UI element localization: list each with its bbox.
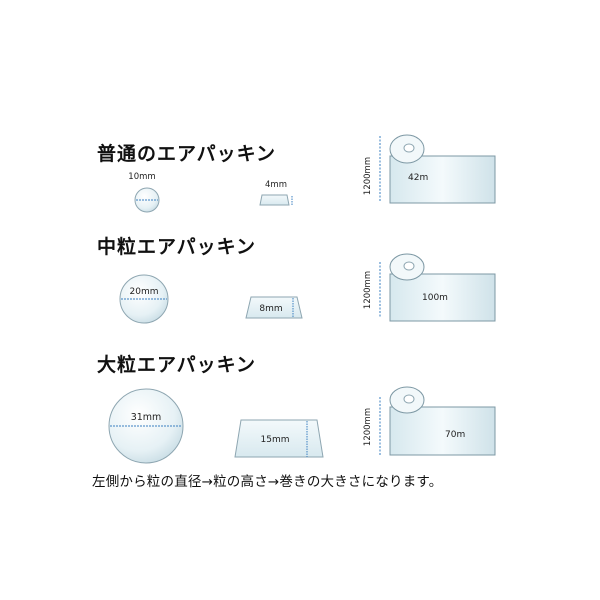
roll-length-label: 42m	[408, 173, 428, 183]
bubble-diameter-diagram-large: 31mm	[108, 388, 184, 464]
caption-text: 左側から粒の直径→粒の高さ→巻きの大きさになります。	[92, 474, 443, 490]
roll-width-label: 1200mm	[363, 408, 373, 446]
bubble-height-diagram-small: 4mm	[259, 180, 293, 206]
height-label: 4mm	[265, 180, 287, 190]
roll-width-label: 1200mm	[363, 157, 373, 195]
roll-width-label: 1200mm	[363, 271, 373, 309]
row-1-title: 普通のエアパッキン	[97, 143, 277, 165]
bubble-height-diagram-medium: 8mm	[245, 296, 303, 319]
bubble-height-diagram-large: 15mm	[234, 419, 324, 458]
diameter-label: 10mm	[128, 172, 155, 182]
row-2-title: 中粒エアパッキン	[97, 236, 257, 258]
bubble-diameter-diagram-small: 10mm	[128, 172, 160, 213]
roll-diagram-2: 1200mm 100m	[363, 253, 496, 322]
diameter-label: 20mm	[130, 287, 159, 297]
height-label: 8mm	[259, 304, 282, 314]
roll-diagram-1: 1200mm 42m	[363, 134, 496, 204]
roll-length-label: 100m	[422, 293, 448, 303]
roll-diagram-3: 1200mm 70m	[363, 386, 496, 456]
height-label: 15mm	[261, 435, 290, 445]
roll-length-label: 70m	[445, 430, 465, 440]
bubble-diameter-diagram-medium: 20mm	[119, 274, 169, 324]
diameter-label: 31mm	[131, 412, 162, 423]
row-3-title: 大粒エアパッキン	[97, 354, 257, 376]
